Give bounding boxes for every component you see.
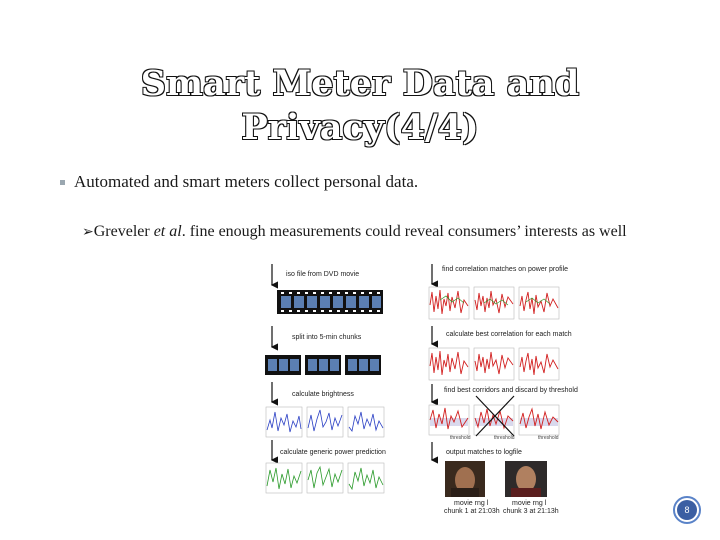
left-step-3-label: calculate brightness [292, 391, 354, 398]
title-line-1: Smart Meter Data and [140, 63, 580, 104]
bullet-greveler: ➢Greveler et al. fine enough measurement… [82, 222, 672, 243]
left-step-2-label: split into 5-min chunks [292, 334, 362, 341]
left-step-4-label: calculate generic power prediction [280, 449, 386, 456]
match-caption-1-line-2: chunk 1 at 21:03h [444, 508, 500, 515]
bullet-2-italic: et al [153, 223, 182, 240]
match-caption-1-line-1: movie rng l [454, 500, 489, 507]
film-chunks [265, 355, 381, 375]
match-caption-2-line-2: chunk 3 at 21:13h [503, 508, 559, 515]
arrow-bullet-icon: ➢ [82, 225, 94, 240]
film-strip-1 [277, 290, 383, 314]
threshold-plots: threshold threshold threshold [428, 395, 560, 441]
bullet-automated-meters: Automated and smart meters collect perso… [60, 172, 418, 192]
threshold-label-3: threshold [538, 435, 559, 441]
page-number-badge: 8 [673, 496, 701, 524]
right-step-3-text: find best corridors and discard by thres… [444, 387, 578, 394]
right-step-4-label: output matches to logfile [446, 449, 522, 456]
threshold-label-1: threshold [450, 435, 471, 441]
page-number: 8 [677, 500, 697, 520]
right-step-1-text: find correlation matches on power profil… [442, 266, 568, 273]
right-step-3-label: find best corridors and discard by thres… [444, 387, 578, 394]
power-prediction-plots [265, 462, 385, 494]
bullet-2-prefix: Greveler [93, 223, 154, 240]
right-step-1-label: find correlation matches on power profil… [442, 266, 568, 273]
match-frame-2 [505, 461, 547, 497]
threshold-label-2: threshold [494, 435, 515, 441]
bullet-2-rest: . fine enough measurements could reveal … [181, 223, 627, 240]
correlation-plots-2 [428, 347, 560, 381]
brightness-plots [265, 406, 385, 438]
match-caption-2-line-1: movie rng l [512, 500, 547, 507]
correlation-plots-1 [428, 286, 560, 320]
title-line-2: Privacy(4/4) [241, 107, 479, 148]
left-step-1-label: iso file from DVD movie [286, 271, 359, 278]
match-frame-1 [445, 461, 485, 497]
bullet-1-text: Automated and smart meters collect perso… [74, 172, 419, 191]
discard-cross-2 [475, 395, 515, 437]
slide-title: Smart Meter Data and Privacy(4/4) [0, 62, 720, 150]
right-step-2-label: calculate best correlation for each matc… [446, 331, 572, 338]
right-step-2-text: calculate best correlation for each matc… [446, 331, 572, 338]
square-bullet-icon [60, 179, 65, 185]
